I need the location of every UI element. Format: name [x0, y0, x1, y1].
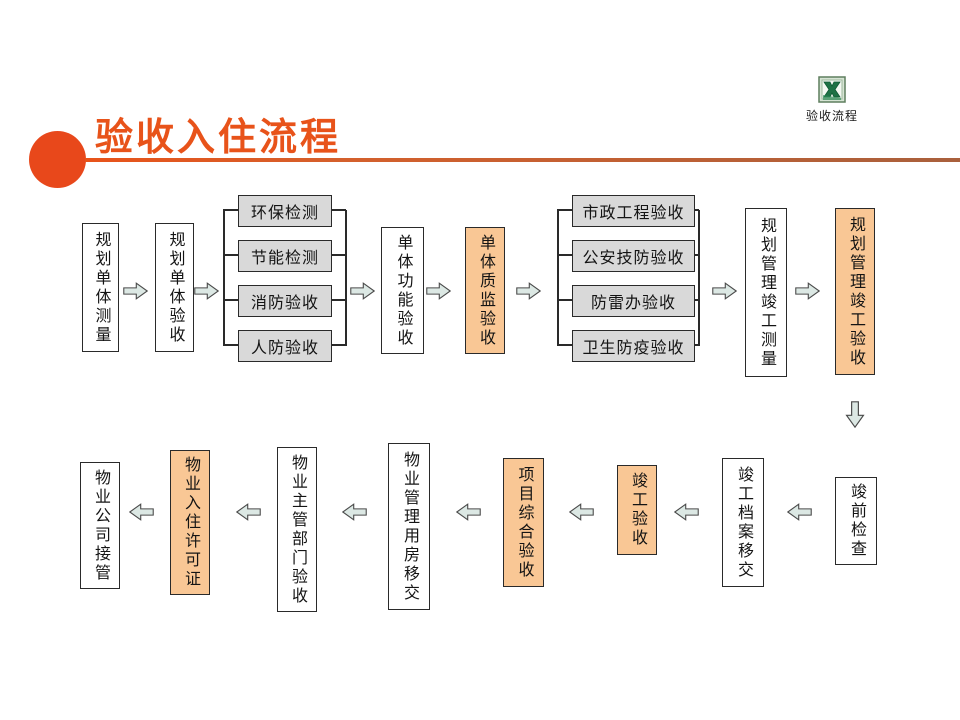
node-property-authority-acceptance: 物业主管部门验收	[277, 447, 317, 612]
group2-right-bracket-line	[698, 210, 700, 346]
flow-arrow-left-icon	[674, 503, 699, 521]
flow-arrow-right-icon	[350, 282, 375, 300]
connector-line	[330, 254, 346, 256]
connector-line	[557, 209, 572, 211]
node-property-occupancy-permit: 物业入住许可证	[170, 450, 210, 595]
page-title: 验收入住流程	[95, 117, 342, 159]
connector-line	[557, 299, 572, 301]
flow-arrow-left-icon	[342, 503, 367, 521]
excel-file-icon	[818, 76, 846, 103]
connector-line	[223, 209, 238, 211]
group1-left-bracket-line	[223, 210, 225, 346]
flow-arrow-left-icon	[129, 503, 154, 521]
node-civil-defense-acceptance: 人防验收	[238, 330, 332, 362]
embedded-excel-attachment[interactable]: 验收流程	[796, 76, 868, 124]
node-env-protection-test: 环保检测	[238, 195, 332, 227]
connector-line	[223, 344, 238, 346]
connector-line	[330, 344, 346, 346]
node-planning-completion-survey: 规划管理竣工测量	[745, 208, 787, 377]
node-property-mgmt-housing-transfer: 物业管理用房移交	[388, 443, 430, 610]
node-pre-completion-inspection: 竣前检查	[835, 477, 877, 565]
flow-arrow-right-icon	[194, 282, 219, 300]
node-completion-acceptance: 竣工验收	[617, 465, 657, 555]
flow-arrow-down-icon	[845, 401, 865, 428]
node-project-comprehensive-acceptance: 项目综合验收	[503, 458, 544, 587]
node-property-company-takeover: 物业公司接管	[80, 462, 120, 589]
flow-arrow-left-icon	[456, 503, 481, 521]
connector-line	[557, 254, 572, 256]
attachment-label: 验收流程	[805, 109, 858, 123]
connector-line	[693, 299, 699, 301]
group2-left-bracket-line	[557, 210, 559, 346]
node-completion-archives-transfer: 竣工档案移交	[722, 458, 764, 587]
connector-line	[223, 299, 238, 301]
node-health-epidemic-acceptance: 卫生防疫验收	[572, 330, 695, 362]
connector-line	[557, 344, 572, 346]
node-unit-function-acceptance: 单体功能验收	[381, 227, 424, 354]
flow-arrow-left-icon	[787, 503, 812, 521]
connector-line	[693, 254, 699, 256]
accent-rule	[85, 158, 960, 162]
flow-arrow-right-icon	[123, 282, 148, 300]
flow-arrow-right-icon	[795, 282, 820, 300]
connector-line	[223, 254, 238, 256]
connector-line	[330, 299, 346, 301]
node-fire-acceptance: 消防验收	[238, 285, 332, 317]
accent-circle	[29, 131, 86, 188]
node-planning-unit-acceptance: 规划单体验收	[155, 223, 194, 352]
flow-arrow-right-icon	[712, 282, 737, 300]
flow-arrow-left-icon	[236, 503, 261, 521]
flow-arrow-right-icon	[516, 282, 541, 300]
group1-right-bracket-line	[345, 210, 347, 346]
connector-line	[693, 344, 699, 346]
node-unit-quality-supervision-acceptance: 单体质监验收	[465, 227, 505, 354]
flow-arrow-right-icon	[426, 282, 451, 300]
node-energy-saving-test: 节能检测	[238, 240, 332, 272]
node-municipal-works-acceptance: 市政工程验收	[572, 195, 695, 227]
node-lightning-office-acceptance: 防雷办验收	[572, 285, 695, 317]
connector-line	[330, 209, 346, 211]
flow-arrow-left-icon	[569, 503, 594, 521]
connector-line	[693, 209, 699, 211]
node-planning-unit-survey: 规划单体测量	[82, 223, 119, 352]
node-planning-completion-acceptance: 规划管理竣工验收	[835, 208, 875, 375]
node-security-tech-acceptance: 公安技防验收	[572, 240, 695, 272]
